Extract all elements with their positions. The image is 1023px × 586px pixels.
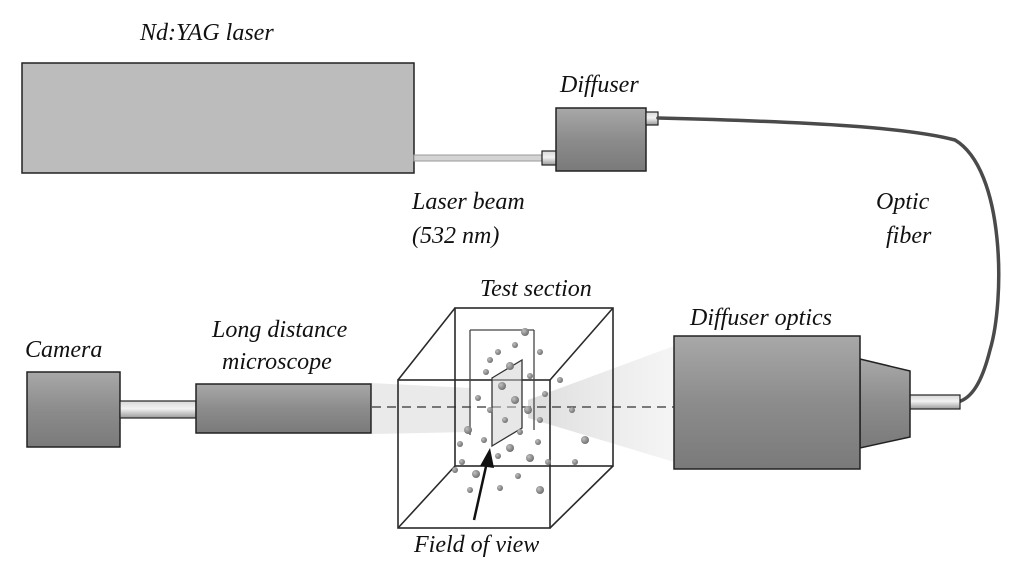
label-field-of-view: Field of view (413, 532, 539, 558)
label-laser-beam: Laser beam (411, 189, 525, 215)
particle (472, 470, 480, 478)
particle (572, 459, 578, 465)
particle (467, 487, 473, 493)
label-optic-fiber-1: Optic (876, 189, 930, 215)
particle (537, 417, 543, 423)
particle (452, 467, 458, 473)
label-microscope-2: microscope (222, 349, 332, 375)
illumination-cone (528, 346, 674, 462)
particle (515, 473, 521, 479)
particle (495, 349, 501, 355)
particle (536, 486, 544, 494)
diffuser-input-port (541, 150, 558, 166)
particle (545, 459, 551, 465)
particle (569, 407, 575, 413)
label-optic-fiber-2: fiber (886, 223, 932, 249)
particle (542, 391, 548, 397)
particle (506, 362, 514, 370)
diffuser-optics-body (673, 335, 861, 470)
label-laser-wavelength: (532 nm) (412, 223, 499, 249)
optic-fiber (656, 116, 1001, 404)
particle (481, 437, 487, 443)
seed-particles (452, 328, 589, 494)
particle (483, 369, 489, 375)
laser-beam (413, 154, 543, 162)
label-diffuser-optics: Diffuser optics (689, 305, 832, 331)
particle (459, 459, 465, 465)
long-distance-microscope (195, 383, 372, 434)
field-of-view-arrowhead (480, 448, 494, 468)
particle (581, 436, 589, 444)
particle (497, 485, 503, 491)
camera-lens-tube (119, 400, 197, 419)
label-microscope-1: Long distance (211, 317, 348, 343)
particle (495, 453, 501, 459)
particle (511, 396, 519, 404)
particle (557, 377, 563, 383)
particle (517, 429, 523, 435)
label-camera: Camera (25, 337, 102, 363)
particle (521, 328, 529, 336)
particle (475, 395, 481, 401)
diffuser-body (555, 107, 647, 172)
particle (487, 407, 493, 413)
camera-body (26, 371, 121, 448)
particle (487, 357, 493, 363)
fiber-coupler-tube (907, 394, 961, 410)
particle (535, 439, 541, 445)
particle (498, 382, 506, 390)
nd-yag-laser-body (21, 62, 415, 174)
diffuser-optics-nozzle (859, 358, 911, 449)
particle (464, 426, 472, 434)
particle (512, 342, 518, 348)
particle (524, 406, 532, 414)
field-of-view-arrow (472, 461, 489, 521)
particle (506, 444, 514, 452)
particle (457, 441, 463, 447)
particle (527, 373, 533, 379)
particle (502, 417, 508, 423)
collection-cone (372, 383, 470, 434)
label-test-section: Test section (480, 276, 592, 302)
diffuser-output-port (645, 111, 659, 126)
label-nd-yag-laser: Nd:YAG laser (139, 20, 274, 46)
particle (526, 454, 534, 462)
particle (537, 349, 543, 355)
label-diffuser: Diffuser (559, 72, 639, 98)
